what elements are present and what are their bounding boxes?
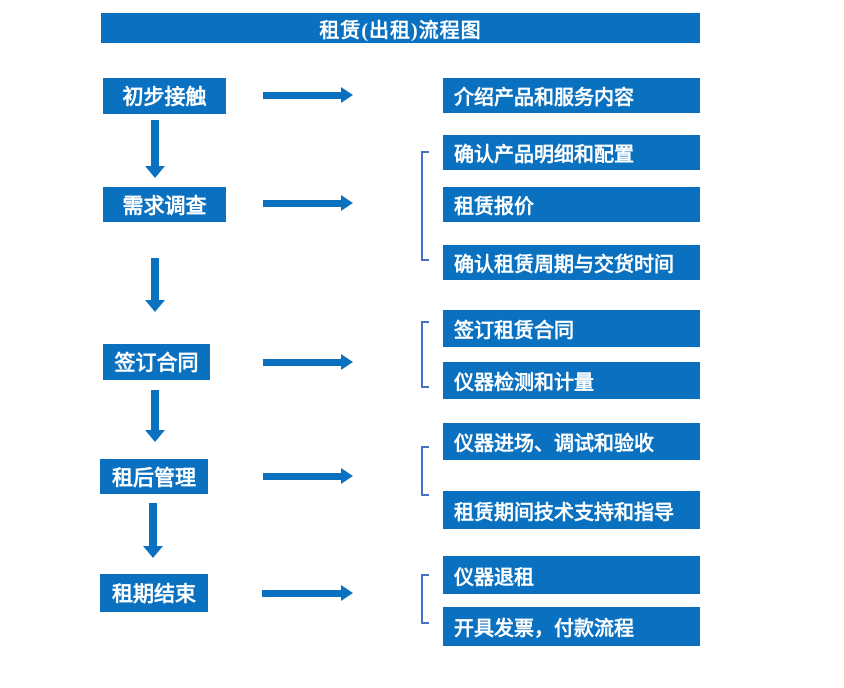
arrow-shaft: [263, 358, 342, 366]
right-arrow-icon: [263, 354, 353, 370]
detail-box-invoice-payment: 开具发票，付款流程: [443, 607, 700, 646]
stage-box-post-rental-management: 租后管理: [100, 459, 208, 494]
down-arrow-icon: [143, 503, 163, 558]
arrow-head: [341, 87, 353, 103]
right-arrow-icon: [262, 585, 353, 601]
arrow-head: [341, 585, 353, 601]
stage-box-sign-contract: 签订合同: [103, 344, 210, 380]
detail-box-confirm-period-delivery: 确认租赁周期与交货时间: [443, 245, 700, 280]
arrow-head: [145, 300, 165, 312]
stage-box-initial-contact: 初步接触: [103, 78, 226, 114]
arrow-shaft: [263, 472, 342, 480]
arrow-head: [145, 430, 165, 442]
arrow-shaft: [149, 503, 157, 547]
down-arrow-icon: [145, 120, 165, 178]
right-arrow-icon: [263, 195, 353, 211]
detail-box-introduce-products: 介绍产品和服务内容: [443, 78, 700, 113]
stage-box-rental-end: 租期结束: [100, 574, 208, 612]
right-arrow-icon: [263, 468, 353, 484]
right-arrow-icon: [263, 87, 353, 103]
group-bracket-sign-contract: [421, 321, 429, 388]
detail-box-rental-quote: 租赁报价: [443, 187, 700, 222]
group-bracket-rental-end: [421, 574, 429, 624]
detail-box-tech-support: 租赁期间技术支持和指导: [443, 491, 700, 529]
stage-box-demand-survey: 需求调查: [103, 187, 226, 222]
arrow-shaft: [151, 258, 159, 301]
detail-box-instrument-return: 仪器退租: [443, 556, 700, 594]
group-bracket-demand-survey: [421, 151, 429, 261]
group-bracket-post-rental: [421, 446, 429, 496]
arrow-shaft: [262, 589, 342, 597]
arrow-shaft: [263, 91, 342, 99]
arrow-shaft: [151, 120, 159, 167]
arrow-head: [341, 468, 353, 484]
down-arrow-icon: [145, 258, 165, 312]
detail-box-confirm-product-config: 确认产品明细和配置: [443, 135, 700, 170]
arrow-shaft: [263, 199, 342, 207]
detail-box-sign-rental-contract: 签订租赁合同: [443, 310, 700, 347]
arrow-head: [143, 546, 163, 558]
down-arrow-icon: [145, 390, 165, 442]
arrow-head: [341, 354, 353, 370]
detail-box-instrument-testing: 仪器检测和计量: [443, 362, 700, 399]
arrow-head: [341, 195, 353, 211]
arrow-head: [145, 166, 165, 178]
arrow-shaft: [151, 390, 159, 431]
detail-box-instrument-setup-acceptance: 仪器进场、调试和验收: [443, 423, 700, 460]
flowchart-title: 租赁(出租)流程图: [101, 13, 700, 43]
